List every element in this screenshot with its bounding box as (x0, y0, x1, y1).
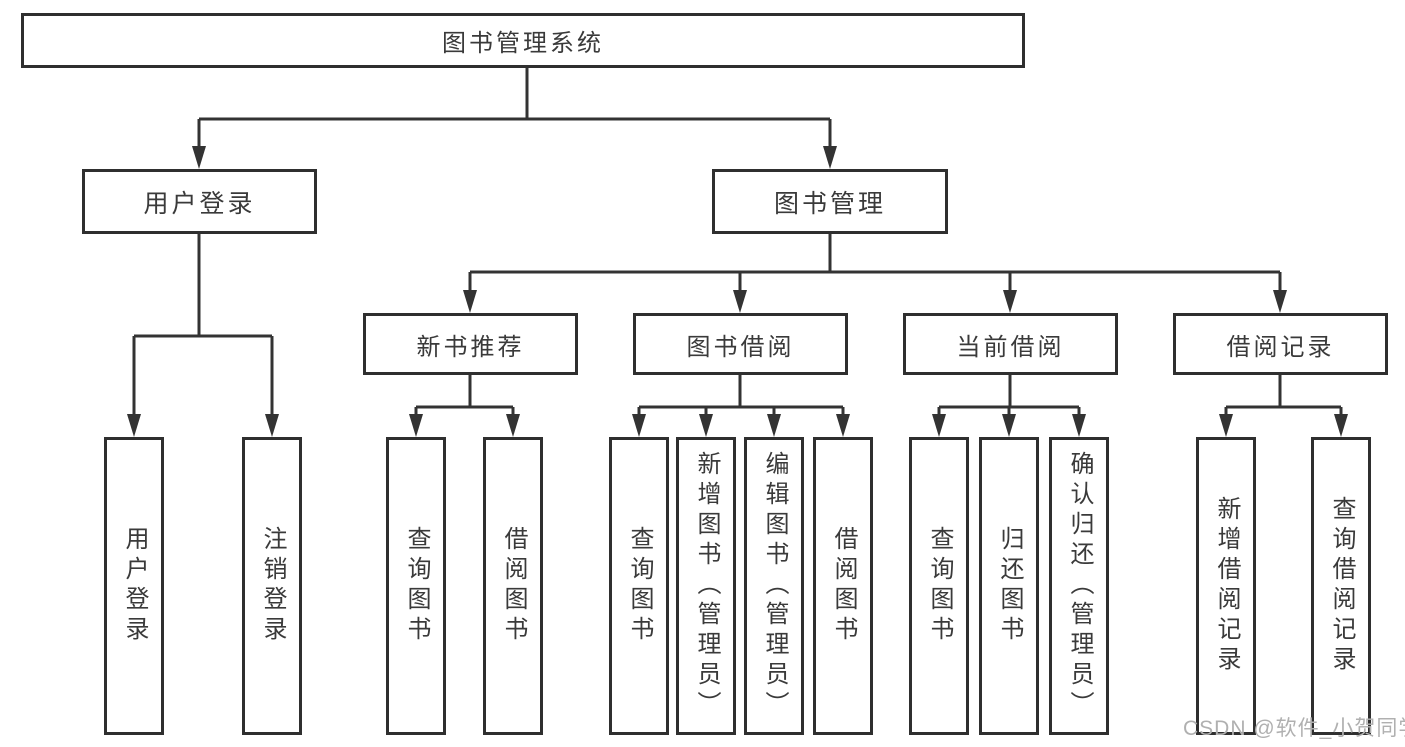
leaf-confirm-return-admin-label: 确认归还（管理员） (1066, 451, 1093, 721)
leaf-logout: 注销登录 (242, 437, 302, 735)
arrowhead (463, 290, 477, 313)
connector-borrow-record-children (1224, 375, 1343, 418)
leaf-query-borrow-record: 查询借阅记录 (1311, 437, 1371, 735)
arrowhead (127, 414, 141, 437)
node-current-borrow-label: 当前借阅 (956, 333, 1065, 361)
node-user-login-label: 用户登录 (143, 189, 256, 218)
arrowhead (1334, 414, 1348, 437)
leaf-query-books-1: 查询图书 (386, 437, 446, 735)
node-borrow-record-label: 借阅记录 (1226, 333, 1335, 361)
leaf-edit-books-admin-label: 编辑图书（管理员） (761, 451, 788, 721)
arrowhead (823, 146, 837, 169)
leaf-query-books-1-label: 查询图书 (403, 526, 430, 646)
connector-current-borrow-children (937, 375, 1081, 418)
arrowhead (699, 414, 713, 437)
leaf-return-books: 归还图书 (979, 437, 1039, 735)
node-borrow-record: 借阅记录 (1173, 313, 1388, 375)
leaf-edit-books-admin: 编辑图书（管理员） (744, 437, 804, 735)
node-user-login: 用户登录 (82, 169, 317, 234)
connector-book-borrow-children (637, 375, 845, 418)
arrowhead (932, 414, 946, 437)
arrowhead (767, 414, 781, 437)
csdn-watermark: CSDN @软件_小贺同学 (1183, 717, 1405, 740)
leaf-confirm-return-admin: 确认归还（管理员） (1049, 437, 1109, 735)
leaf-query-books-2-label: 查询图书 (626, 526, 653, 646)
leaf-add-books-admin-label: 新增图书（管理员） (693, 451, 720, 721)
node-library-system-root-label: 图书管理系统 (442, 30, 604, 57)
leaf-add-borrow-record: 新增借阅记录 (1196, 437, 1256, 735)
leaf-borrow-books-2-label: 借阅图书 (830, 526, 857, 646)
node-library-system-root: 图书管理系统 (21, 13, 1025, 68)
arrowhead (409, 414, 423, 437)
leaf-borrow-books-1: 借阅图书 (483, 437, 543, 735)
node-book-borrow-label: 图书借阅 (686, 333, 795, 361)
leaf-add-borrow-record-label: 新增借阅记录 (1213, 496, 1240, 676)
connector-new-book-children (414, 375, 515, 418)
leaf-query-books-3: 查询图书 (909, 437, 969, 735)
arrowhead (1273, 290, 1287, 313)
leaf-user-login: 用户登录 (104, 437, 164, 735)
leaf-borrow-books-2: 借阅图书 (813, 437, 873, 735)
node-new-book-recommend: 新书推荐 (363, 313, 578, 375)
arrowhead (1219, 414, 1233, 437)
arrowhead (1072, 414, 1086, 437)
arrowhead (836, 414, 850, 437)
leaf-query-books-3-label: 查询图书 (926, 526, 953, 646)
arrowhead (632, 414, 646, 437)
arrowhead (506, 414, 520, 437)
connector-root-to-level2 (197, 68, 832, 150)
leaf-return-books-label: 归还图书 (996, 526, 1023, 646)
arrowhead (265, 414, 279, 437)
arrowhead (733, 290, 747, 313)
node-book-borrow: 图书借阅 (633, 313, 848, 375)
leaf-user-login-label: 用户登录 (121, 526, 148, 646)
leaf-query-borrow-record-label: 查询借阅记录 (1328, 496, 1355, 676)
connector-user-login-children (132, 234, 274, 418)
arrowhead (1002, 414, 1016, 437)
leaf-borrow-books-1-label: 借阅图书 (500, 526, 527, 646)
arrowhead (192, 146, 206, 169)
connector-book-management-children (468, 234, 1282, 294)
leaf-query-books-2: 查询图书 (609, 437, 669, 735)
node-new-book-recommend-label: 新书推荐 (416, 333, 525, 361)
node-book-management: 图书管理 (712, 169, 948, 234)
arrowhead (1003, 290, 1017, 313)
node-book-management-label: 图书管理 (773, 189, 886, 218)
node-current-borrow: 当前借阅 (903, 313, 1118, 375)
leaf-logout-label: 注销登录 (259, 526, 286, 646)
leaf-add-books-admin: 新增图书（管理员） (676, 437, 736, 735)
